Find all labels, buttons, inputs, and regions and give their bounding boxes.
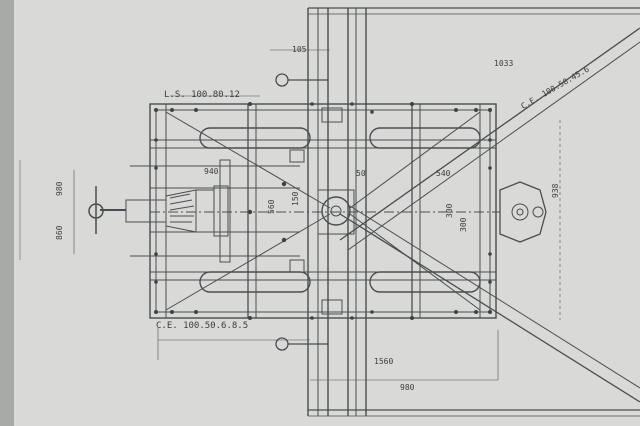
dimension-label: 1033 — [494, 59, 514, 68]
dimension-label: 980 — [400, 383, 415, 392]
dimension-label: 300 — [459, 217, 468, 232]
dimension-label: 980 — [55, 181, 64, 196]
dimension-label: 860 — [55, 225, 64, 240]
dimension-label: 938 — [551, 183, 560, 198]
dimension-label: 1560 — [374, 357, 394, 366]
dimension-label: 940 — [204, 167, 219, 176]
dimension-label: 540 — [436, 169, 451, 178]
dimension-label: 150 — [291, 191, 300, 206]
profile-label-bottom: C.E. 100.50.6.8.5 — [156, 321, 249, 331]
dimension-label: 300 — [445, 203, 454, 218]
profile-label-top: L.S. 100.80.12 — [164, 90, 240, 100]
paper-sheet — [10, 0, 640, 426]
rivets — [154, 102, 492, 320]
dimension-label: 105 — [292, 45, 307, 54]
sheet-edge — [0, 0, 14, 426]
dimension-label: 560 — [267, 199, 276, 214]
dimension-label: 50 — [356, 169, 366, 178]
